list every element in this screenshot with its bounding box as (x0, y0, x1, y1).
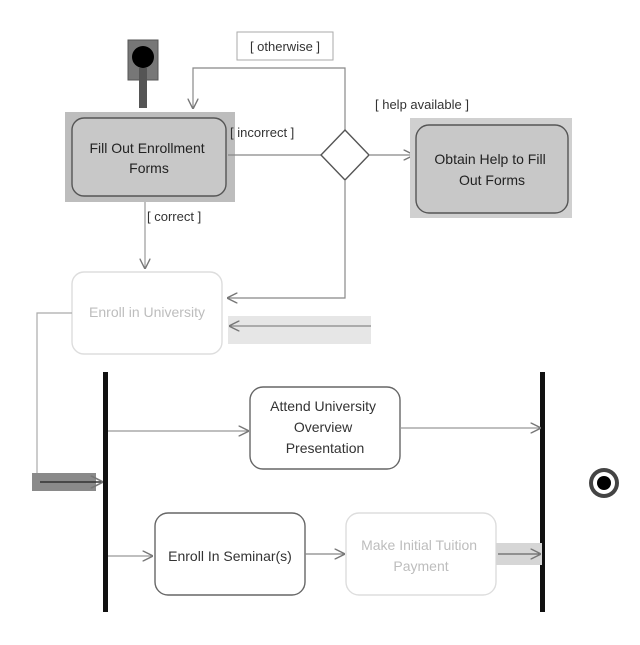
activity-fill-out-enrollment-forms: Fill Out Enrollment Forms (65, 112, 235, 202)
decision-node (320, 128, 370, 182)
flow-otherwise (193, 67, 346, 130)
initial-node (127, 39, 159, 108)
guard-incorrect: [ incorrect ] (230, 125, 294, 140)
obtain-help-label: Obtain Help to Fill Out Forms (434, 151, 549, 188)
flow-decision-to-enroll (228, 180, 346, 298)
enroll-university-label: Enroll in University (89, 304, 205, 320)
enroll-seminars-label: Enroll In Seminar(s) (168, 548, 292, 564)
fork-bar (103, 372, 108, 612)
fill-out-forms-label: Fill Out Enrollment Forms (89, 140, 208, 176)
activity-attend-overview: Attend University Overview Presentation (249, 386, 401, 470)
attend-overview-label: Attend University Overview Presentation (270, 398, 380, 456)
guard-otherwise: [ otherwise ] (250, 39, 320, 54)
help-return-shadow (228, 316, 371, 344)
activity-enroll-seminars: Enroll In Seminar(s) (154, 512, 306, 596)
final-node (589, 468, 619, 498)
join-bar (540, 372, 545, 612)
guard-correct: [ correct ] (147, 209, 201, 224)
flow-enroll-to-fork (36, 312, 72, 483)
activity-make-payment: Make Initial Tuition Payment (345, 512, 497, 596)
make-payment-label: Make Initial Tuition Payment (361, 537, 481, 574)
activity-obtain-help: Obtain Help to Fill Out Forms (410, 118, 572, 218)
guard-help-available: [ help available ] (375, 97, 469, 112)
guard-otherwise-box (236, 31, 334, 61)
activity-enroll-university: Enroll in University (71, 271, 223, 355)
